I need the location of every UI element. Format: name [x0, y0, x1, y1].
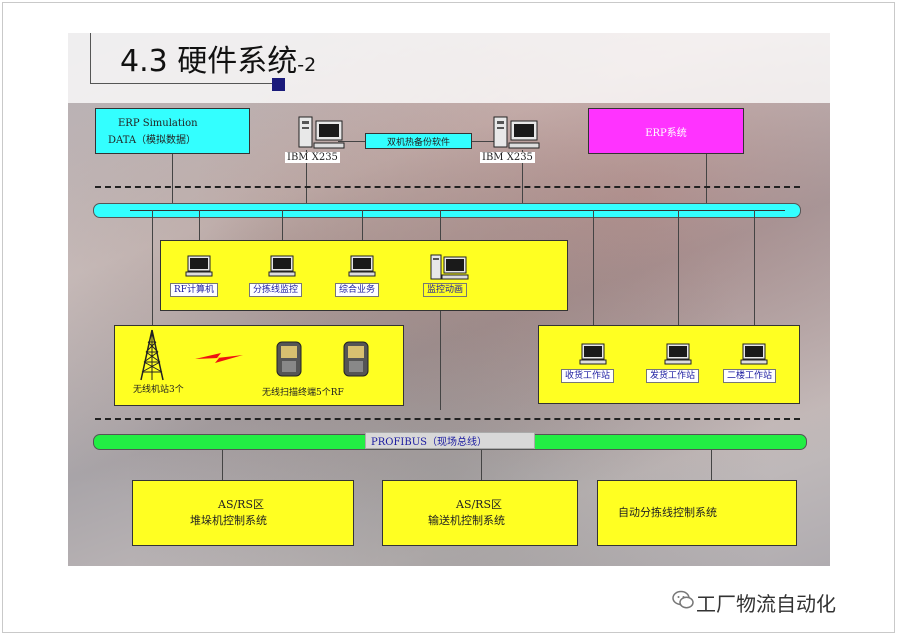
rf-terminal-icon-2 [342, 340, 370, 378]
title-rule-horizontal [90, 83, 275, 84]
server-right-icon [493, 115, 543, 151]
title-rule-vertical [90, 33, 91, 83]
second-floor-workstation-label: 二楼工作站 [723, 369, 776, 383]
integrated-business-icon [348, 255, 376, 277]
connector-sorting [711, 450, 712, 480]
connector-conveyor [481, 450, 482, 480]
separator-lower [95, 418, 800, 420]
erp-simulation-sublabel: DATA（模拟数据） [108, 131, 196, 146]
watermark-label: 工厂物流自动化 [696, 588, 836, 617]
rf-computer-label: RF计算机 [170, 283, 218, 297]
connector-center-trunk [440, 310, 441, 410]
slide-title: 4.3 硬件系统-2 [120, 36, 316, 80]
receiving-workstation-label: 收货工作站 [561, 369, 614, 383]
erp-simulation-box: ERP Simulation DATA（模拟数据） [95, 108, 250, 154]
server-left-label: IBM X235 [285, 152, 340, 163]
shipping-workstation-icon [664, 343, 692, 365]
stacker-control-sublabel: 堆垛机控制系统 [190, 512, 267, 528]
monitor-animation-icon [430, 253, 470, 281]
wireless-signal-icon [193, 349, 245, 367]
base-station-label: 无线机站3个 [133, 382, 184, 395]
connector-erp-sim [172, 154, 173, 210]
second-floor-workstation-icon [740, 343, 768, 365]
server-right-label: IBM X235 [480, 152, 535, 163]
receiving-workstation-icon [579, 343, 607, 365]
sort-monitor-icon [268, 255, 296, 277]
server-left-icon [298, 115, 348, 151]
sort-monitor-label: 分拣线监控 [249, 283, 302, 297]
shipping-workstation-label: 发货工作站 [646, 369, 699, 383]
stacker-control-box: AS/RS区 堆垛机控制系统 [132, 480, 354, 546]
rf-terminal-icon-1 [275, 340, 303, 378]
erp-system-box: ERP系统 [588, 108, 744, 154]
sorting-control-label: 自动分拣线控制系统 [618, 504, 717, 520]
slide-title-main: 4.3 硬件系统 [120, 44, 297, 79]
sorting-control-box: 自动分拣线控制系统 [597, 480, 797, 546]
separator-upper [95, 186, 800, 188]
rf-computer-icon [185, 255, 213, 277]
integrated-business-label: 综合业务 [335, 283, 379, 297]
conveyor-control-label: AS/RS区 [456, 496, 502, 512]
rf-terminals-label: 无线扫描终端5个RF [262, 385, 344, 398]
slide-title-suffix: -2 [297, 54, 316, 76]
erp-simulation-label: ERP Simulation [118, 118, 198, 129]
monitor-animation-label: 监控动画 [423, 283, 467, 297]
backup-software-box: 双机热备份软件 [365, 133, 472, 149]
wechat-icon [672, 590, 694, 610]
connector-stacker [222, 450, 223, 480]
conveyor-control-sublabel: 输送机控制系统 [428, 512, 505, 528]
stacker-control-label: AS/RS区 [218, 496, 264, 512]
conveyor-control-box: AS/RS区 输送机控制系统 [382, 480, 578, 546]
connector-erp [706, 152, 707, 210]
profibus-label: PROFIBUS（现场总线） [371, 433, 487, 448]
erp-system-label: ERP系统 [645, 124, 687, 139]
network-bus-line [130, 210, 785, 211]
backup-software-label: 双机热备份软件 [387, 135, 450, 148]
antenna-tower-icon [138, 328, 166, 382]
